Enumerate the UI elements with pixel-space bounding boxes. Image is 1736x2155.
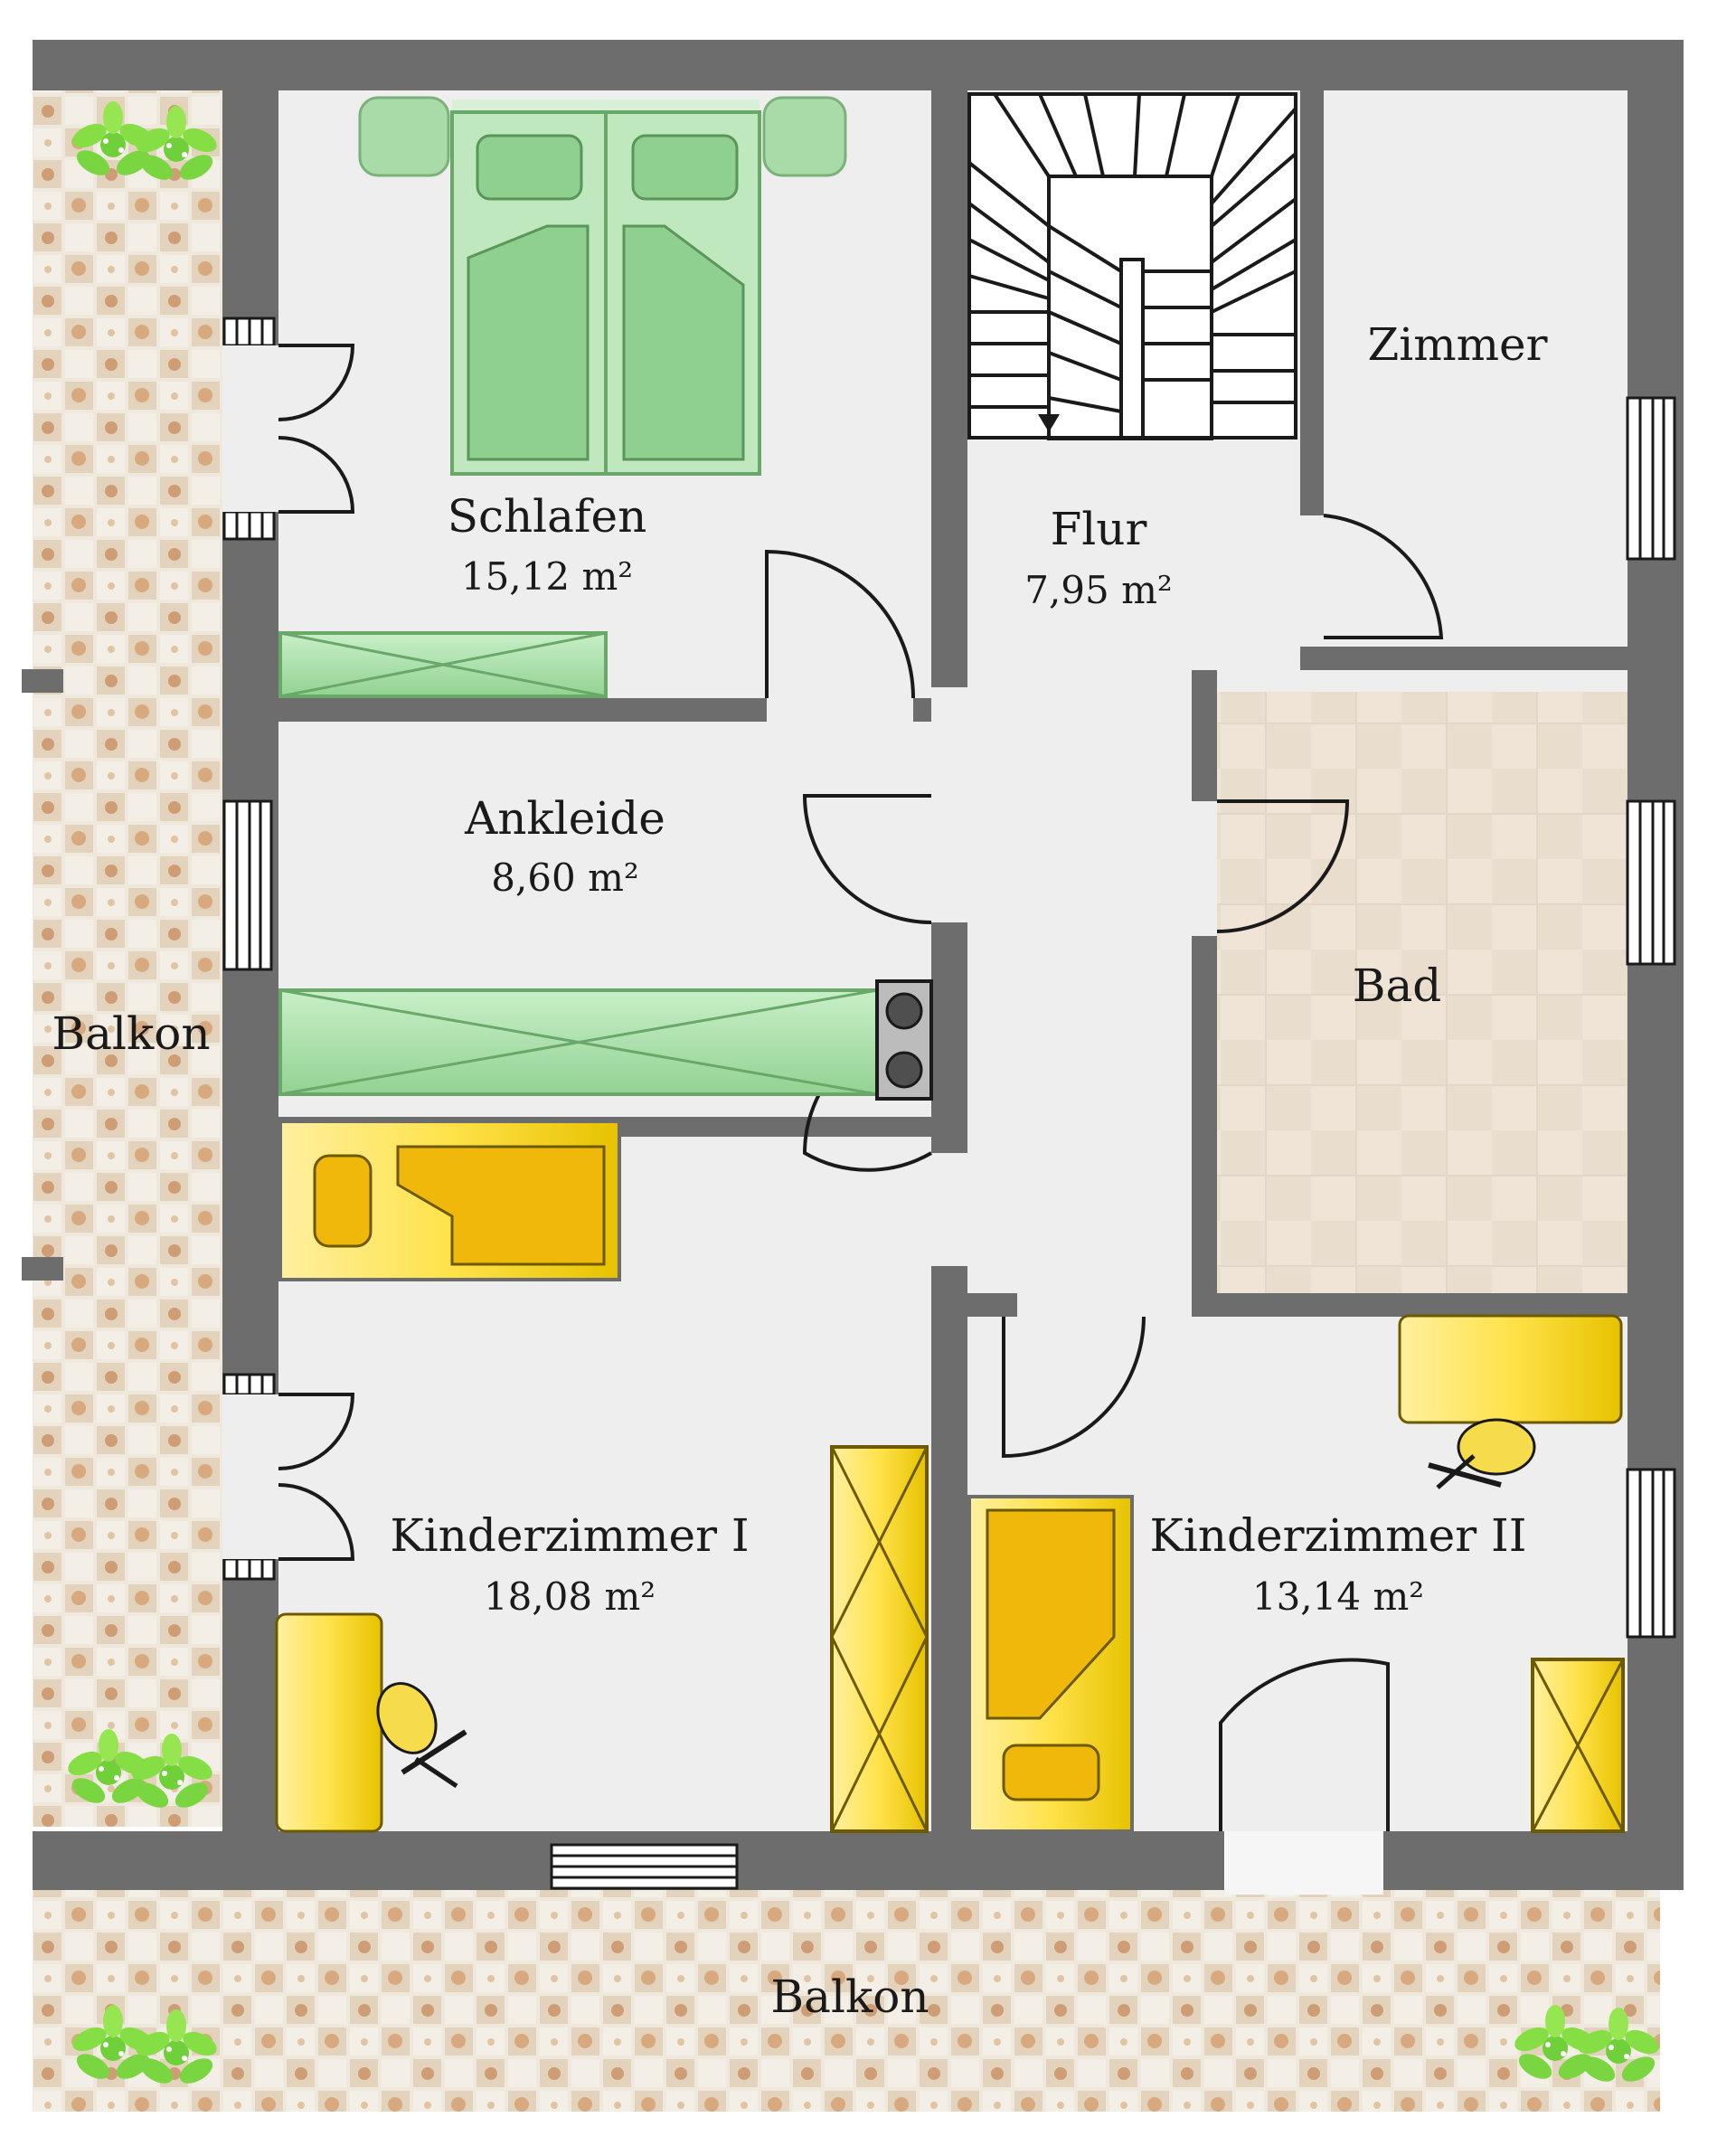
bed-kinder1 (278, 1120, 621, 1281)
room-area-flur: 7,95 m² (1024, 568, 1173, 612)
wardrobe-kinder2 (1531, 1658, 1625, 1833)
room-label-balkon-left: Balkon (52, 1007, 210, 1060)
room-area-ankleide: 8,60 m² (491, 855, 639, 900)
room-area-kinderzimmer-2: 13,14 m² (1252, 1574, 1424, 1619)
room-label-bad: Bad (1353, 959, 1442, 1012)
chair-kinder2 (1428, 1418, 1536, 1489)
room-label-flur: Flur (1051, 503, 1147, 555)
room-area-schlafen: 15,12 m² (461, 554, 633, 599)
bed-double (358, 96, 847, 476)
wardrobe-ankleide (278, 988, 879, 1096)
bed-kinder2 (967, 1495, 1134, 1833)
balcony-bottom-floor (33, 1890, 1660, 2112)
room-label-balkon-bottom: Balkon (770, 1971, 929, 2023)
balcony-door-opening (1225, 1822, 1383, 1895)
bathroom-floor (1216, 692, 1628, 1293)
staircase (967, 92, 1297, 440)
room-label-kinderzimmer-1: Kinderzimmer I (390, 1509, 749, 1562)
room-label-kinderzimmer-2: Kinderzimmer II (1149, 1509, 1526, 1562)
chair-kinder1 (376, 1682, 467, 1789)
staircase-floor (967, 90, 1297, 439)
room-label-zimmer: Zimmer (1367, 318, 1547, 371)
stair-arrow-icon (1038, 414, 1060, 432)
room-label-ankleide: Ankleide (464, 792, 665, 845)
door-openings (222, 345, 1324, 1559)
door-swings (278, 344, 1444, 1831)
room-label-schlafen: Schlafen (448, 490, 647, 543)
desk-kinder1 (275, 1612, 383, 1833)
wardrobe-bedroom (278, 631, 608, 698)
desk-kinder2 (1398, 1314, 1623, 1424)
stove (875, 979, 933, 1101)
windows (222, 317, 1676, 1890)
wardrobe-kinder1 (830, 1445, 929, 1833)
room-area-kinderzimmer-1: 18,08 m² (484, 1574, 656, 1619)
